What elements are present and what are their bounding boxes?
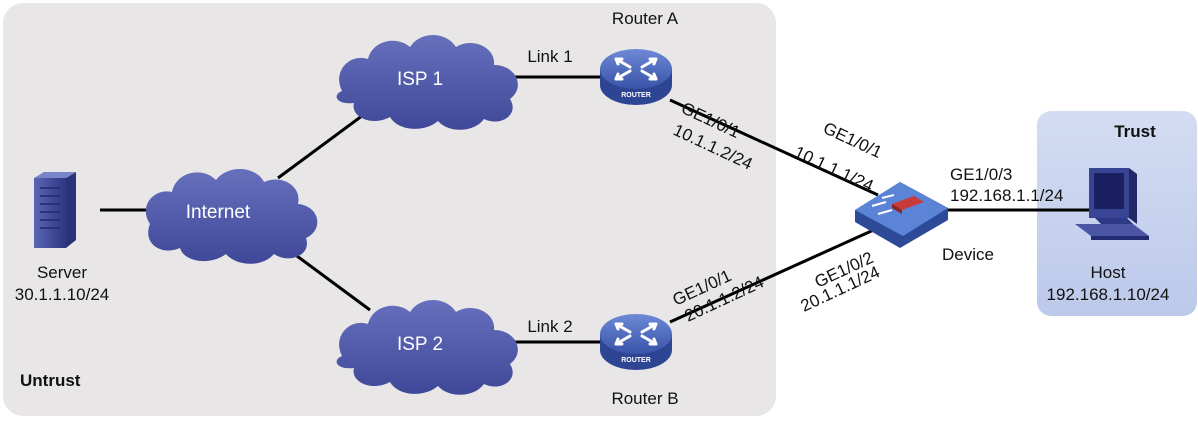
link1-label: Link 1 <box>527 47 572 66</box>
server <box>34 172 76 248</box>
server-top <box>34 172 76 178</box>
device-firewall <box>855 182 948 248</box>
monitor-side <box>1129 168 1137 224</box>
cloud-internet: Internet <box>145 168 318 264</box>
cloud-icon <box>336 35 518 130</box>
router-badge: ROUTER <box>621 92 651 99</box>
link2-label: Link 2 <box>527 317 572 336</box>
device-ge3-ip: 192.168.1.1/24 <box>950 186 1063 205</box>
router-top <box>600 314 672 354</box>
internet-isp1-link <box>277 108 371 180</box>
host-name: Host <box>1091 263 1126 282</box>
cloud-isp2: ISP 2 <box>336 300 518 395</box>
host-pc <box>1075 168 1149 240</box>
keyboard-edge <box>1091 236 1149 240</box>
router-arrows-icon <box>614 322 658 346</box>
cloud-icon <box>145 168 318 264</box>
server-side <box>66 172 76 248</box>
trust-zone-label: Trust <box>1114 122 1156 141</box>
router-badge: ROUTER <box>621 357 651 364</box>
server-name: Server <box>37 263 87 282</box>
server-ip: 30.1.1.10/24 <box>15 285 110 304</box>
cloud-isp1: ISP 1 <box>336 35 518 130</box>
router-a: ROUTER <box>600 49 672 105</box>
device-ge1-iface: GE1/0/1 <box>820 118 885 162</box>
firewall-icon <box>871 194 924 215</box>
router-top <box>600 49 672 89</box>
server-icon <box>34 178 66 248</box>
routera-device-link <box>669 98 879 197</box>
cloud-label-isp2: ISP 2 <box>397 334 443 355</box>
router-arrows-icon <box>614 57 658 81</box>
cloud-label-internet: Internet <box>186 202 251 223</box>
router-b: ROUTER <box>600 314 672 370</box>
untrust-zone-label: Untrust <box>20 371 81 390</box>
keyboard-icon <box>1075 224 1149 236</box>
cloud-label-isp1: ISP 1 <box>397 69 443 90</box>
router-b-name: Router B <box>611 389 678 408</box>
routerb-device-link <box>669 226 879 324</box>
monitor-screen <box>1094 173 1124 209</box>
device-name: Device <box>942 245 994 264</box>
cloud-icon <box>336 300 518 395</box>
host-base <box>1095 218 1133 224</box>
host-ip: 192.168.1.10/24 <box>1047 285 1170 304</box>
device-ge3-iface: GE1/0/3 <box>950 165 1012 184</box>
router-a-name: Router A <box>612 9 679 28</box>
untrust-zone <box>3 3 776 416</box>
